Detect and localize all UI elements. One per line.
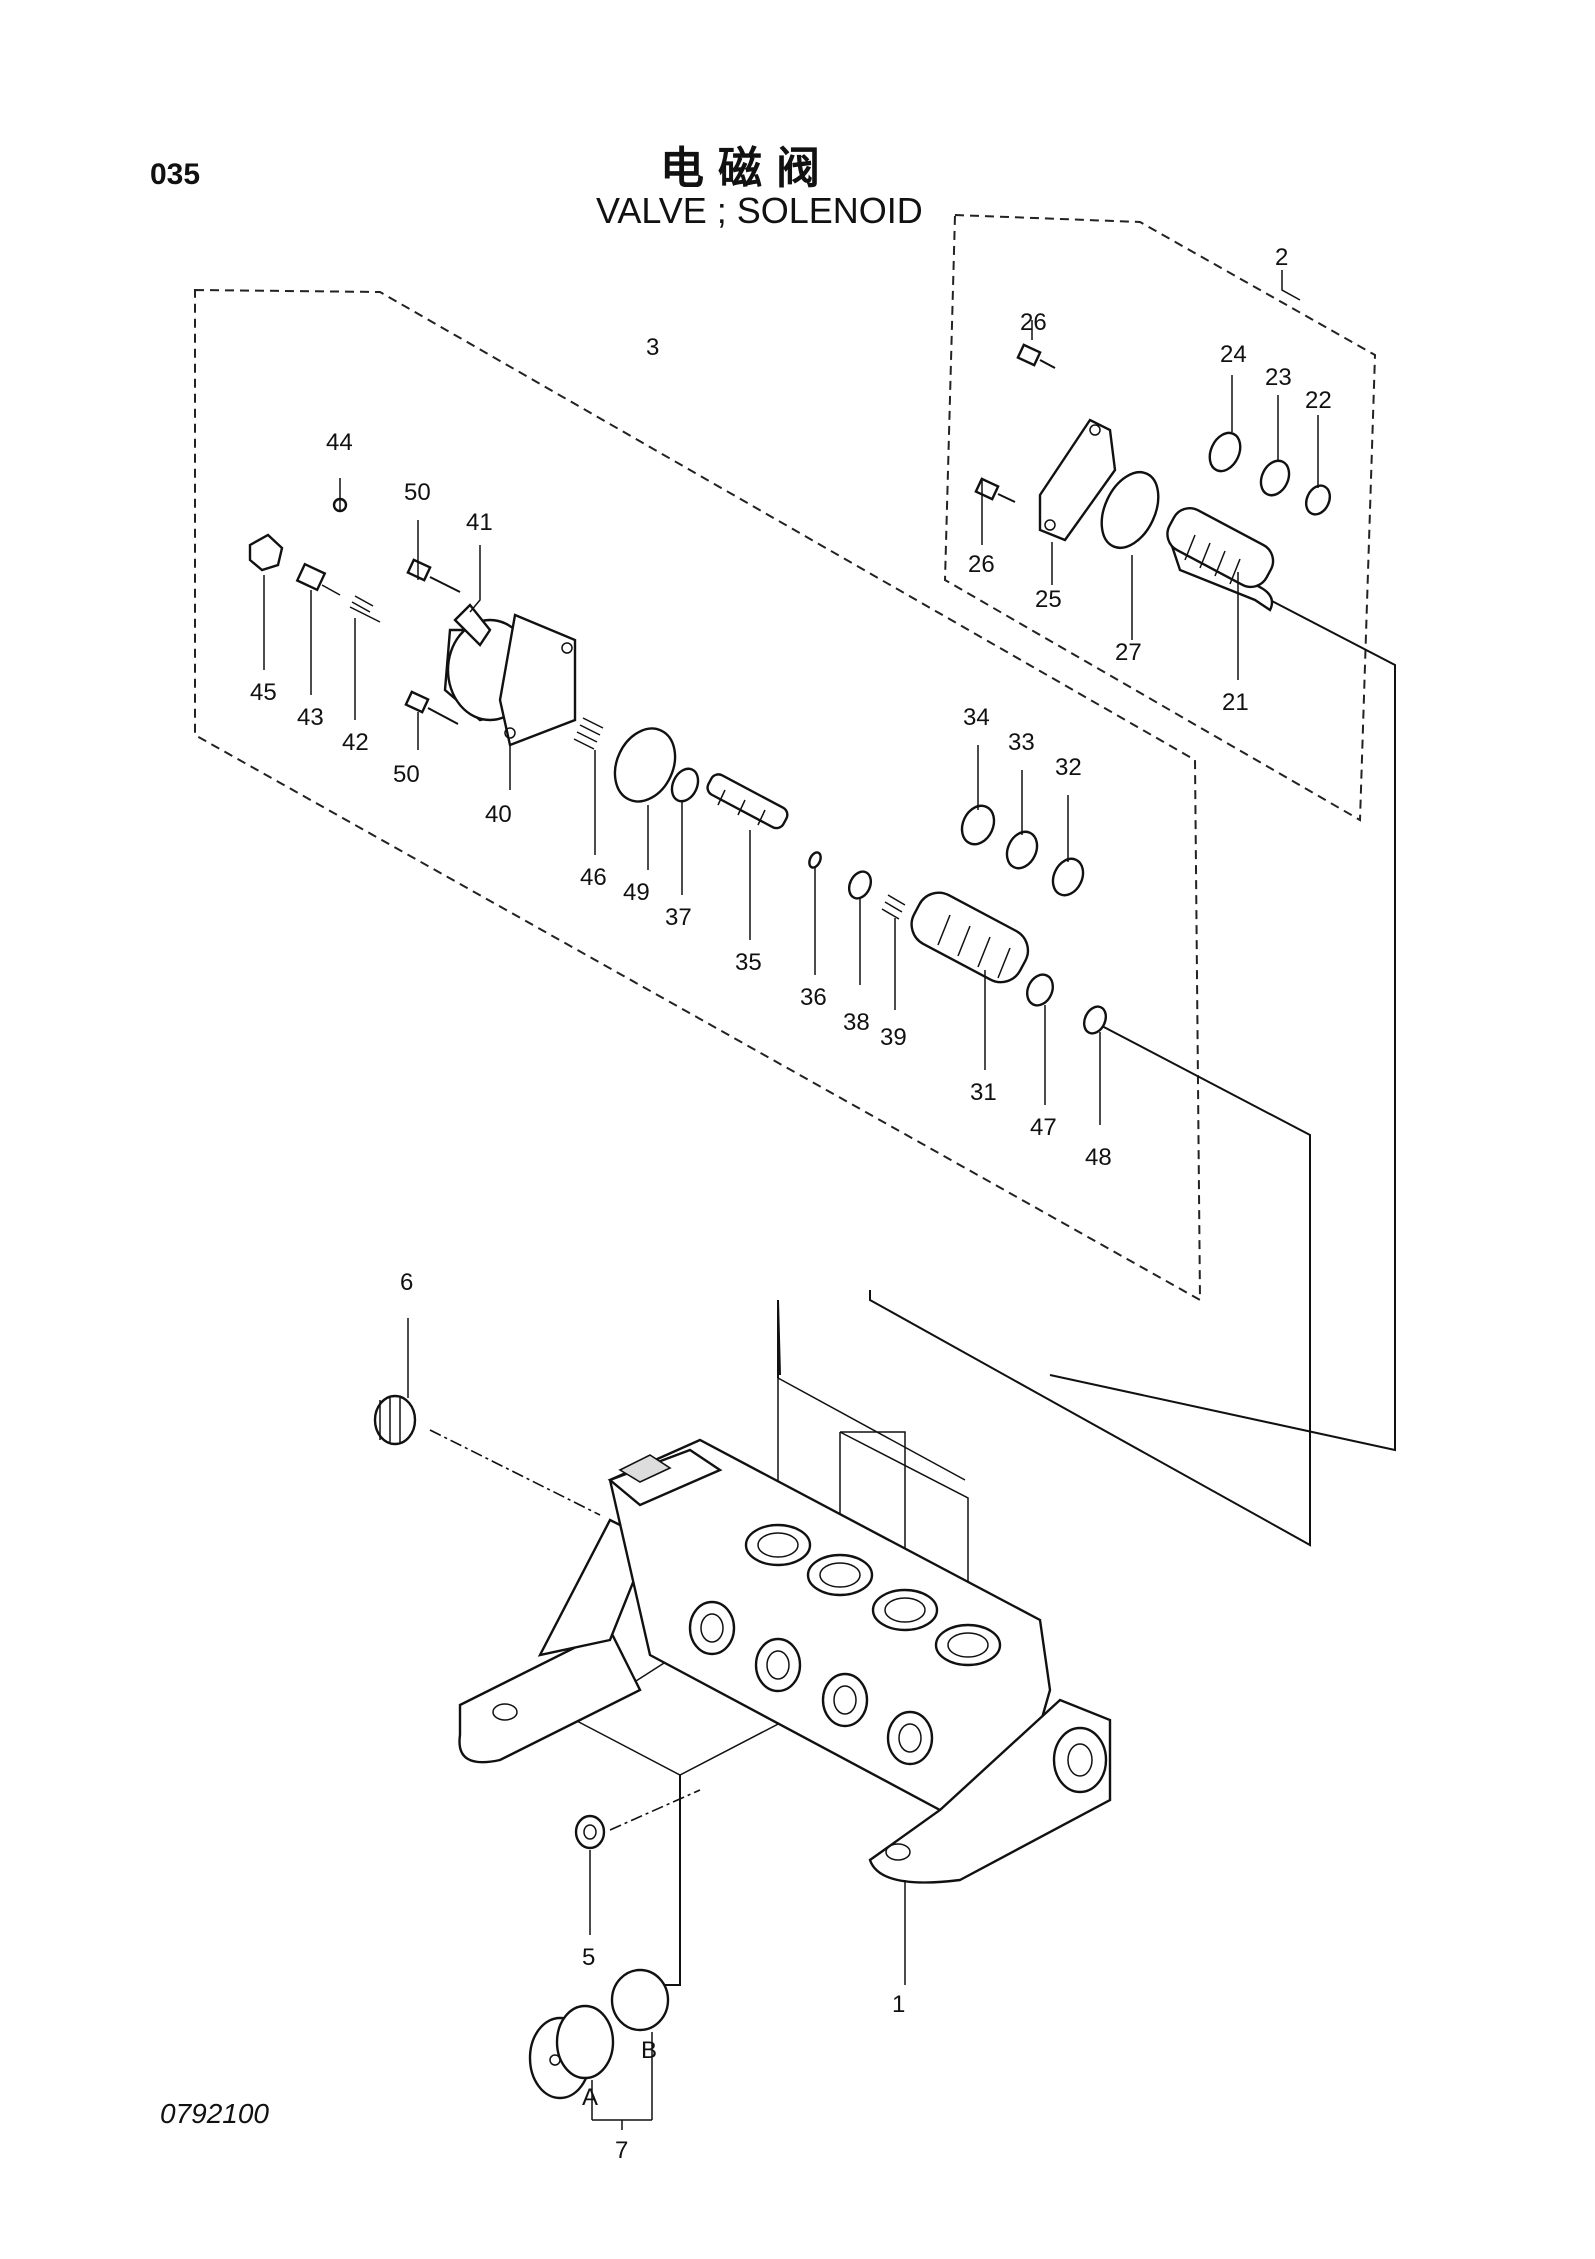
callout-1: 1 <box>892 1991 905 2018</box>
callout-21: 21 <box>1222 689 1249 716</box>
drawing-number: 0792100 <box>160 2098 270 2129</box>
group-2-boundary <box>943 213 1377 822</box>
page-number: 035 <box>150 158 201 191</box>
callout-41: 41 <box>466 509 493 536</box>
callout-34: 34 <box>963 704 990 731</box>
callout-25: 25 <box>1035 586 1062 613</box>
callout-b: B <box>641 2037 657 2064</box>
callout-50-upper: 50 <box>404 479 431 506</box>
cover-25 <box>1038 418 1117 542</box>
callout-22: 22 <box>1305 387 1332 414</box>
callout-3: 3 <box>646 334 659 361</box>
callout-39: 39 <box>880 1024 907 1051</box>
group-3-boundary <box>194 288 1202 1302</box>
callout-2: 2 <box>1275 244 1288 271</box>
callout-27: 27 <box>1115 639 1142 666</box>
valve-body-1 <box>458 1438 1112 1985</box>
callout-42: 42 <box>342 729 369 756</box>
callout-6: 6 <box>400 1269 413 1296</box>
title-chinese: 电磁阀 <box>660 143 834 194</box>
callout-7: 7 <box>615 2137 628 2164</box>
callout-50-lower: 50 <box>393 761 420 788</box>
callout-49: 49 <box>623 879 650 906</box>
callout-47: 47 <box>1030 1114 1057 1141</box>
callout-36: 36 <box>800 984 827 1011</box>
callout-43: 43 <box>297 704 324 731</box>
callout-45: 45 <box>250 679 277 706</box>
callout-31: 31 <box>970 1079 997 1106</box>
callout-24: 24 <box>1220 341 1247 368</box>
callout-40: 40 <box>485 801 512 828</box>
callout-5: 5 <box>582 1944 595 1971</box>
callout-46: 46 <box>580 864 607 891</box>
callout-23: 23 <box>1265 364 1292 391</box>
spool-35 <box>706 773 789 830</box>
callout-37: 37 <box>665 904 692 931</box>
screw-50-upper <box>406 558 461 593</box>
plug-7 <box>528 1968 670 2130</box>
callout-44: 44 <box>326 429 353 456</box>
callout-26-upper: 26 <box>1020 309 1047 336</box>
callout-26-lower: 26 <box>968 551 995 578</box>
solenoid-40 <box>443 603 577 747</box>
plug-6 <box>373 1318 417 1446</box>
screw-50-lower <box>404 690 459 725</box>
callout-38: 38 <box>843 1009 870 1036</box>
callout-33: 33 <box>1008 729 1035 756</box>
title-english: VALVE ; SOLENOID <box>596 190 923 231</box>
group-3-parts <box>248 478 1108 1125</box>
sleeve-31 <box>910 891 1030 984</box>
callout-labels: 2 26 24 23 22 26 25 27 21 3 44 50 41 45 … <box>250 244 1332 2164</box>
callout-48: 48 <box>1085 1144 1112 1171</box>
group-2-parts <box>974 270 1332 680</box>
callout-32: 32 <box>1055 754 1082 781</box>
plug-5 <box>574 1814 606 1935</box>
callout-a: A <box>582 2084 598 2111</box>
screw-26-upper <box>1016 343 1056 369</box>
callout-35: 35 <box>735 949 762 976</box>
cartridge-21 <box>1166 507 1275 612</box>
